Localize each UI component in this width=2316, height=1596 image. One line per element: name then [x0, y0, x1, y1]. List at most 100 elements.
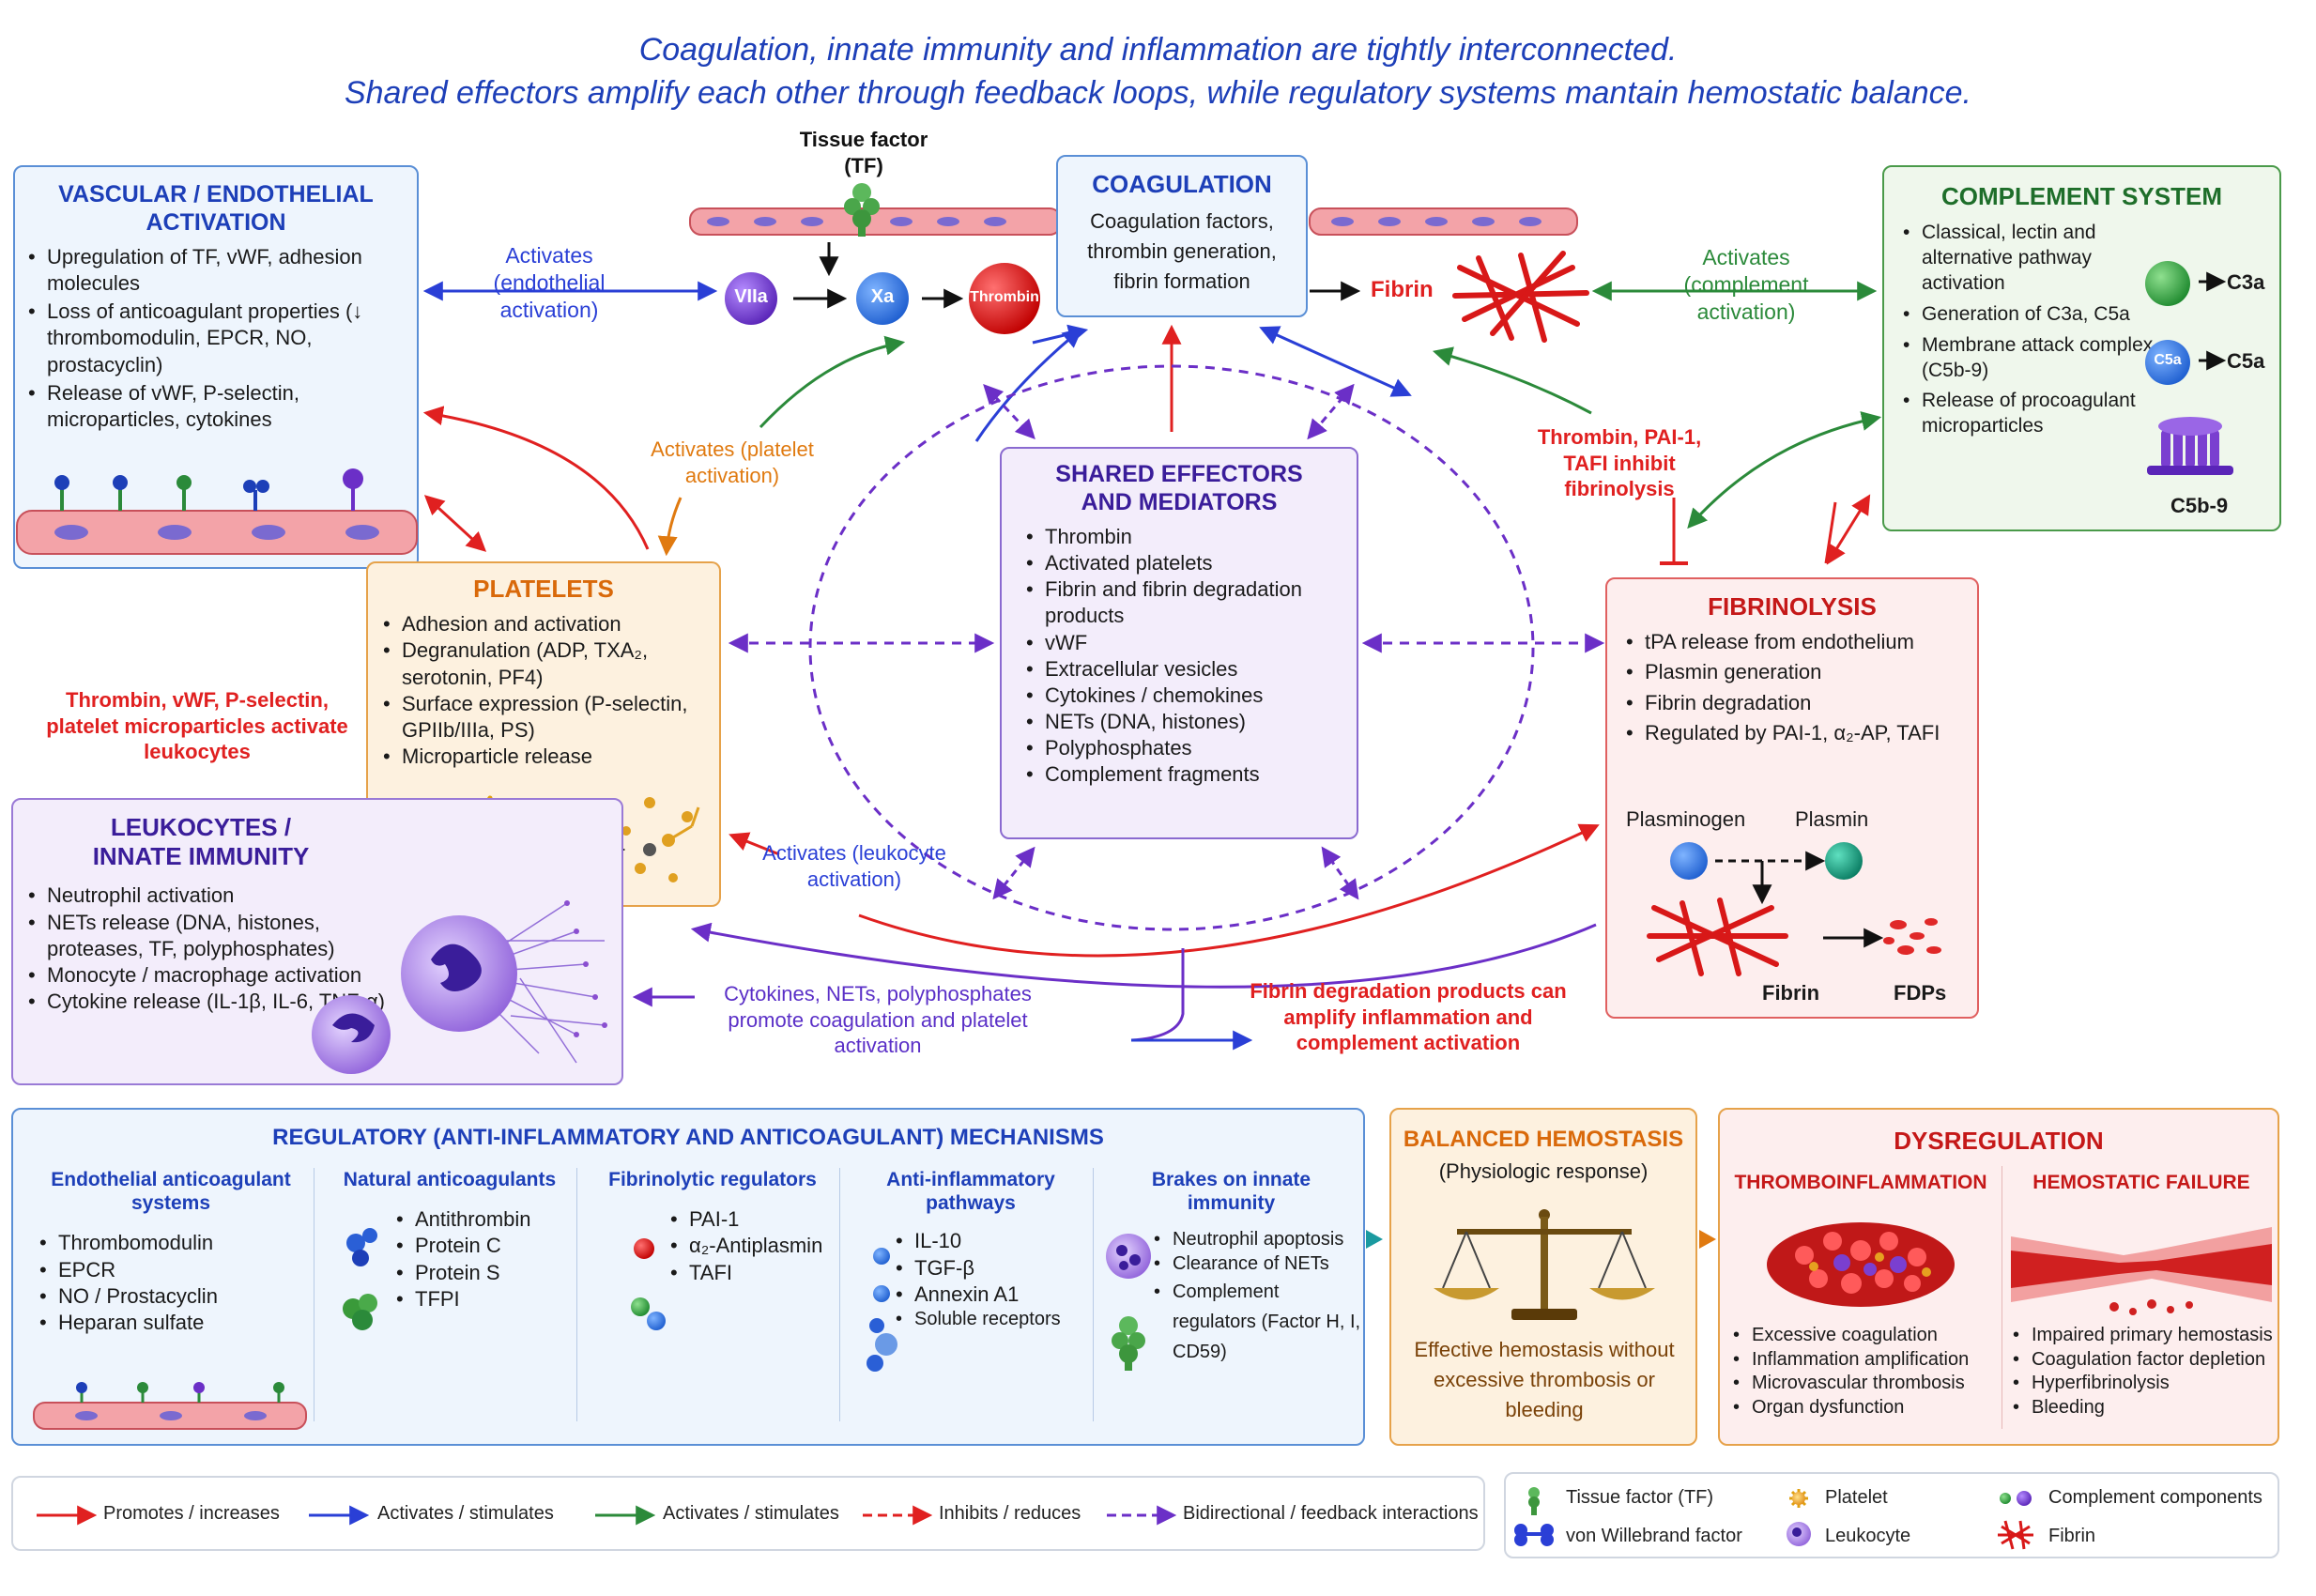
fibrinolytic-icons: [631, 1238, 666, 1330]
reg-item: TAFI: [670, 1260, 839, 1286]
c5a-ball-label: C5a: [2154, 352, 2182, 368]
label-fdp-amplify: Fibrin degradation products can amplify …: [1250, 979, 1567, 1054]
platelets-item: Surface expression (P-selectin, GPIIb/II…: [383, 691, 719, 744]
shared-list: Thrombin Activated platelets Fibrin and …: [1002, 524, 1357, 789]
balanced-body: Effective hemostasis without excessive t…: [1414, 1338, 1675, 1421]
tissue-factor-label: Tissue factor (TF): [779, 127, 948, 178]
shared-item: Fibrin and fibrin degradation products: [1026, 576, 1357, 629]
thrombin-ball: [969, 263, 1040, 334]
legend-activates-green: Activates / stimulates: [663, 1503, 839, 1524]
fibrinolysis-item: Fibrin degradation: [1626, 690, 1964, 716]
coagulation-body: Coagulation factors, thrombin generation…: [1087, 209, 1277, 293]
brakes-icons: [1106, 1234, 1151, 1371]
tissue-factor-icon: [844, 183, 880, 237]
legend-platelet: Platelet: [1825, 1487, 1888, 1508]
top-vessel: [689, 207, 1578, 236]
balanced-subtitle: (Physiologic response): [1438, 1159, 1649, 1183]
platelets-item: Adhesion and activation: [383, 611, 719, 637]
vascular-title-line1: VASCULAR / ENDOTHELIAL: [58, 181, 374, 207]
platelets-item: Microparticle release: [383, 744, 719, 770]
leukocyte-illustration: [312, 900, 607, 1074]
fibrinolysis-item: tPA release from endothelium: [1626, 629, 1964, 655]
label-activates-complement: Activates (complement activation): [1683, 245, 1809, 324]
endothelium-illustration: [16, 468, 418, 555]
regulatory-panel: REGULATORY (ANTI-INFLAMMATORY AND ANTICO…: [11, 1108, 1365, 1446]
reg-col-title: Brakes on innate immunity: [1151, 1169, 1311, 1215]
fibrin-legend-icon: [1998, 1520, 2033, 1550]
regulatory-title: REGULATORY (ANTI-INFLAMMATORY AND ANTICO…: [272, 1125, 1104, 1150]
vwf-legend-icon: [1514, 1524, 1554, 1546]
plasmin-label: Plasmin: [1795, 807, 1869, 831]
endothelium-mini: [33, 1382, 307, 1430]
natural-anticoag-icons: [343, 1228, 377, 1330]
label-activates-platelet: Activates (platelet activation): [651, 437, 814, 487]
leukocyte-legend-icon: [1787, 1522, 1811, 1546]
balance-scale-icon: [1434, 1209, 1655, 1320]
legend-leukocyte: Leukocyte: [1825, 1526, 1911, 1546]
complement-legend-icon: [2000, 1491, 2032, 1506]
failure-illustration: [2011, 1227, 2272, 1315]
failure-item: Coagulation factor depletion: [2013, 1348, 2273, 1373]
leukocytes-title-line1: LEUKOCYTES /: [110, 813, 292, 841]
fibrinolysis-item: Plasmin generation: [1626, 659, 1964, 685]
dysregulation-panel: DYSREGULATION THROMBOINFLAMMATION HEMOST…: [1718, 1108, 2279, 1446]
reg-item: Soluble receptors: [896, 1308, 1093, 1332]
vascular-item: Upregulation of TF, vWF, adhesion molecu…: [28, 244, 417, 297]
legend-complement: Complement components: [2048, 1487, 2262, 1508]
reg-item: Antithrombin: [396, 1206, 576, 1233]
legend-arrows-box: Promotes / increases Activates / stimula…: [11, 1476, 1485, 1551]
platelets-list: Adhesion and activation Degranulation (A…: [368, 611, 719, 770]
vascular-box: VASCULAR / ENDOTHELIAL ACTIVATION Upregu…: [13, 165, 419, 569]
reg-item: Complement regulators (Factor H, I, CD59…: [1154, 1277, 1365, 1367]
complement-item: Classical, lectin and alternative pathwa…: [1903, 221, 2161, 297]
failure-item: Bleeding: [2013, 1396, 2273, 1420]
reg-col-natural: Natural anticoagulants Antithrombin Prot…: [323, 1168, 576, 1330]
reg-col-list: IL-10 TGF-β Annexin A1 Soluble receptors: [849, 1228, 1093, 1331]
viia-ball: [725, 272, 777, 325]
coagulation-title: COAGULATION: [1092, 170, 1272, 198]
fibrinolysis-title: FIBRINOLYSIS: [1708, 592, 1877, 621]
thrombo-item: Inflammation amplification: [1733, 1348, 1969, 1373]
vascular-title: VASCULAR / ENDOTHELIAL ACTIVATION: [15, 180, 417, 237]
thrombo-list: Excessive coagulation Inflammation ampli…: [1731, 1324, 1969, 1420]
vascular-item: Loss of anticoagulant properties (↓ thro…: [28, 299, 417, 377]
vascular-item: Release of vWF, P-selectin, microparticl…: [28, 380, 417, 433]
tf-label-line1: Tissue factor: [799, 128, 928, 151]
reg-item: α₂-Antiplasmin: [670, 1233, 839, 1259]
thrombo-title: THROMBOINFLAMMATION: [1734, 1172, 1987, 1193]
shared-item: Extracellular vesicles: [1026, 656, 1357, 683]
failure-item: Hyperfibrinolysis: [2013, 1372, 2273, 1396]
thrombo-item: Organ dysfunction: [1733, 1396, 1969, 1420]
shared-item: Activated platelets: [1026, 550, 1357, 576]
shared-item: Polyphosphates: [1026, 735, 1357, 761]
fibrinolysis-item: Regulated by PAI-1, α₂-AP, TAFI: [1626, 720, 1964, 746]
reg-divider: [576, 1168, 577, 1421]
fdps-label: FDPs: [1894, 981, 1947, 1005]
complement-title: COMPLEMENT SYSTEM: [1940, 182, 2222, 210]
reg-col-title: Anti-inflammatory pathways: [886, 1169, 1055, 1215]
label-activates-endothelial: Activates (endothelial activation): [493, 243, 606, 322]
legend-activates-blue: Activates / stimulates: [377, 1503, 554, 1524]
leukocytes-item: Neutrophil activation: [28, 882, 394, 909]
legend-inhibits: Inhibits / reduces: [939, 1503, 1081, 1524]
platelets-title: PLATELETS: [473, 575, 614, 603]
reg-item: Heparan sulfate: [39, 1310, 312, 1336]
c5b9-label: C5b-9: [2170, 494, 2229, 517]
fibrinolysis-box: FIBRINOLYSIS tPA release from endotheliu…: [1605, 577, 1979, 1019]
header-line-2: Shared effectors amplify each other thro…: [344, 75, 1972, 111]
legend-bidirectional: Bidirectional / feedback interactions: [1183, 1503, 1479, 1524]
tf-label-line2: (TF): [844, 153, 883, 177]
fibrinolysis-list: tPA release from endothelium Plasmin gen…: [1607, 629, 1964, 746]
dysregulation-title: DYSREGULATION: [1894, 1127, 2104, 1155]
reg-item: NO / Prostacyclin: [39, 1283, 312, 1310]
reg-item: Protein C: [396, 1233, 576, 1259]
shared-item: NETs (DNA, histones): [1026, 709, 1357, 735]
fibrin-label-top: Fibrin: [1371, 277, 1434, 302]
fibrin-mesh-top: [1452, 251, 1589, 343]
reg-divider: [839, 1168, 840, 1421]
reg-col-list: Thrombomodulin EPCR NO / Prostacyclin He…: [30, 1230, 312, 1336]
reg-item: IL-10: [896, 1228, 1093, 1254]
tissue-factor-legend-icon: [1528, 1487, 1540, 1515]
reg-col-list: PAI-1 α₂-Antiplasmin TAFI: [586, 1206, 839, 1286]
